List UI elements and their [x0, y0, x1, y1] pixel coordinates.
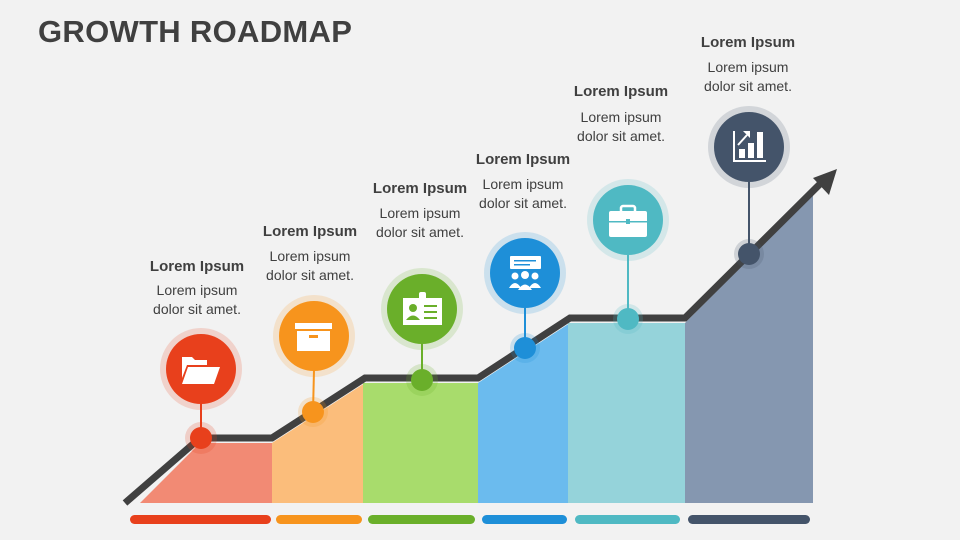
- step-text-line: dolor sit amet.: [704, 78, 792, 94]
- id-card-icon: [403, 292, 442, 325]
- step-6: Lorem Ipsum Lorem ipsum dolor sit amet.: [701, 34, 795, 269]
- step-1: Lorem Ipsum Lorem ipsum dolor sit amet.: [150, 258, 244, 454]
- step-2: Lorem Ipsum Lorem ipsum dolor sit amet.: [263, 223, 357, 427]
- step-bar-4: [482, 515, 567, 524]
- archive-box-icon: [295, 323, 332, 351]
- step-text-line: dolor sit amet.: [376, 224, 464, 240]
- step-marker-dot: [514, 337, 536, 359]
- step-marker-dot: [411, 369, 433, 391]
- step-bar-6: [688, 515, 810, 524]
- step-marker-dot: [738, 243, 760, 265]
- team-chat-icon: [509, 256, 541, 290]
- growth-chart-icon: [733, 131, 766, 162]
- step-marker-dot: [190, 427, 212, 449]
- step-bar-5: [575, 515, 680, 524]
- step-title: Lorem Ipsum: [476, 151, 570, 168]
- step-text-line: Lorem ipsum: [483, 176, 564, 192]
- step-text-line: dolor sit amet.: [479, 195, 567, 211]
- step-area-1: [140, 443, 272, 503]
- step-text-line: Lorem ipsum: [581, 109, 662, 125]
- step-text-line: dolor sit amet.: [577, 128, 665, 144]
- step-area-6: [685, 195, 813, 503]
- step-title: Lorem Ipsum: [263, 223, 357, 240]
- step-text-line: Lorem ipsum: [270, 248, 351, 264]
- step-text-line: dolor sit amet.: [153, 301, 241, 317]
- step-text-line: dolor sit amet.: [266, 267, 354, 283]
- step-5: Lorem Ipsum Lorem ipsum dolor sit amet.: [574, 83, 669, 334]
- step-bar-1: [130, 515, 271, 524]
- step-text-line: Lorem ipsum: [380, 205, 461, 221]
- step-title: Lorem Ipsum: [150, 258, 244, 275]
- briefcase-icon: [609, 204, 647, 237]
- step-text-line: Lorem ipsum: [157, 282, 238, 298]
- step-marker-dot: [617, 308, 639, 330]
- step-marker-dot: [302, 401, 324, 423]
- step-title: Lorem Ipsum: [574, 83, 668, 100]
- step-area-5: [568, 323, 685, 503]
- step-bar-3: [368, 515, 475, 524]
- arrow-head-icon: [813, 169, 837, 195]
- step-area-3: [363, 383, 478, 503]
- step-bar-2: [276, 515, 362, 524]
- step-area-4: [478, 323, 570, 503]
- step-text-line: Lorem ipsum: [708, 59, 789, 75]
- step-area-2: [272, 383, 365, 503]
- step-3: Lorem Ipsum Lorem ipsum dolor sit amet.: [373, 180, 467, 396]
- step-4: Lorem Ipsum Lorem ipsum dolor sit amet.: [476, 151, 570, 363]
- step-title: Lorem Ipsum: [701, 34, 795, 51]
- folder-icon: [182, 357, 220, 384]
- slide-title: GROWTH ROADMAP: [38, 14, 353, 49]
- step-title: Lorem Ipsum: [373, 180, 467, 197]
